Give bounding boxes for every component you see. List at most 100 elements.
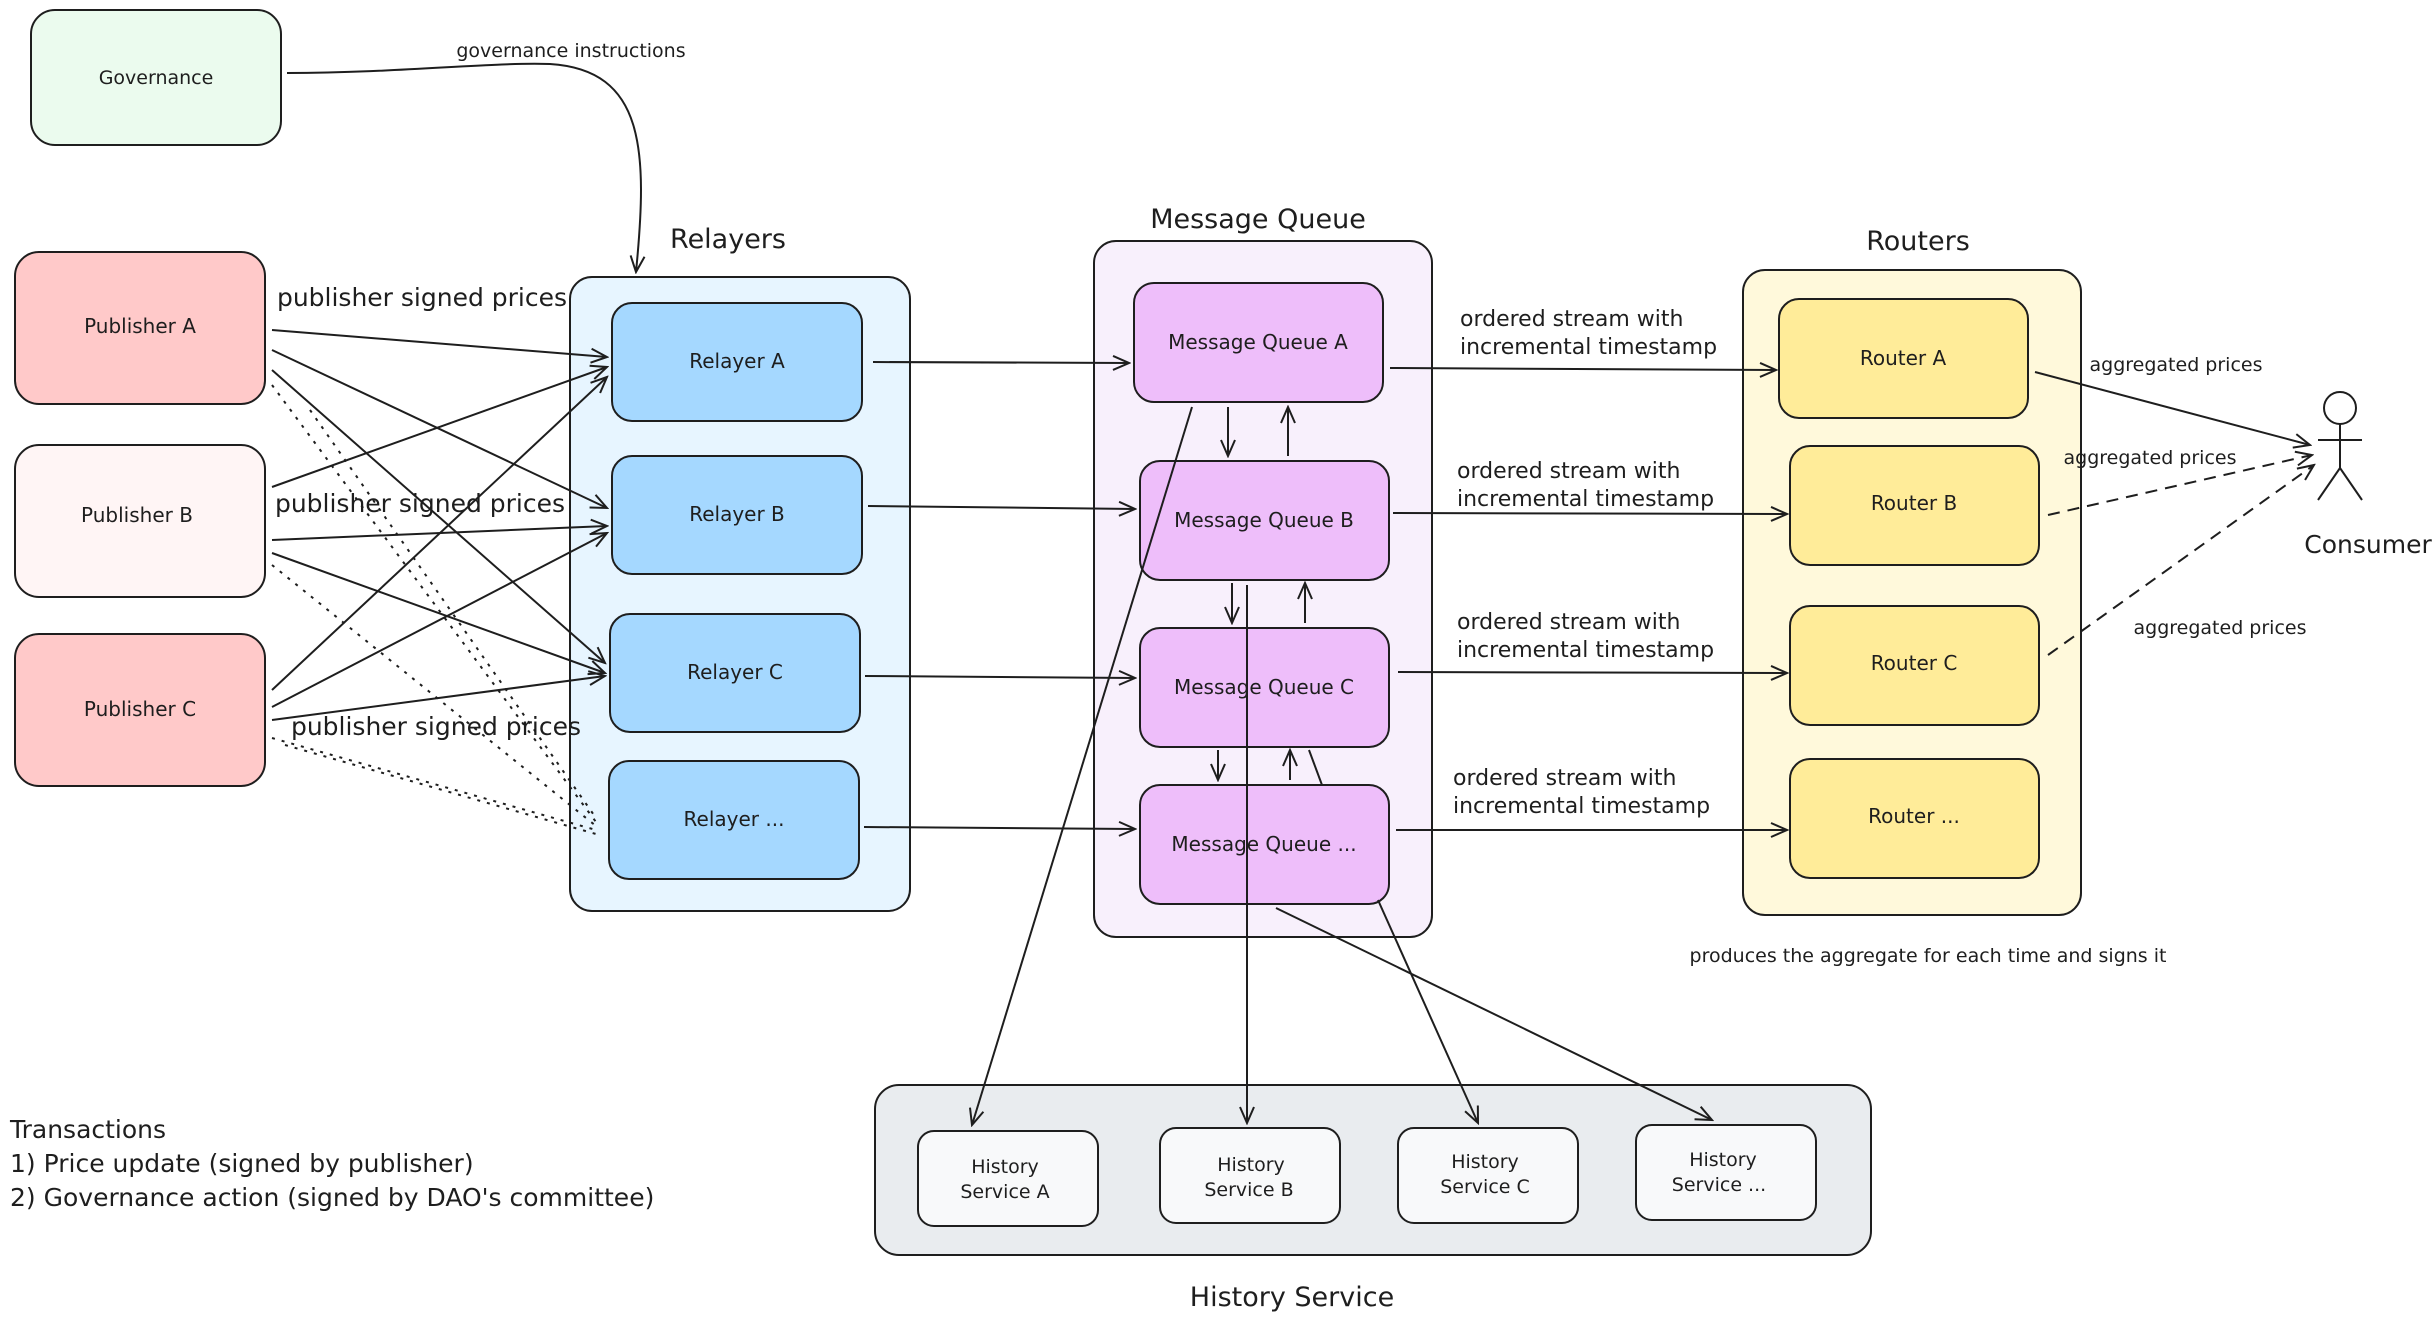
consumer-label: Consumer bbox=[2304, 530, 2432, 559]
edges bbox=[271, 62, 2314, 1125]
relayer-more-node: Relayer ... bbox=[608, 760, 860, 880]
relayer-c-node: Relayer C bbox=[609, 613, 861, 733]
relayer-a-label: Relayer A bbox=[689, 349, 785, 373]
publisher-signed-prices-label-3: publisher signed prices bbox=[291, 712, 581, 741]
routers-note: produces the aggregate for each time and… bbox=[1690, 945, 2167, 967]
history-service-c-node: History Service C bbox=[1397, 1127, 1579, 1224]
edge-mqB-routerB bbox=[1392, 513, 1787, 514]
message-queue-c-label: Message Queue C bbox=[1174, 675, 1354, 699]
relayer-a-node: Relayer A bbox=[611, 302, 863, 422]
edge-pubA-relA bbox=[271, 329, 607, 357]
message-queue-c-node: Message Queue C bbox=[1139, 627, 1390, 748]
history-service-c-line2: Service C bbox=[1440, 1176, 1530, 1198]
message-queue-a-node: Message Queue A bbox=[1133, 282, 1384, 403]
publisher-b-label: Publisher B bbox=[81, 503, 193, 527]
governance-node: Governance bbox=[30, 9, 282, 146]
routers-title: Routers bbox=[1866, 226, 1970, 257]
router-c-node: Router C bbox=[1789, 605, 2040, 726]
message-queue-group bbox=[1093, 240, 1433, 938]
transactions-item-1: 1) Price update (signed by publisher) bbox=[10, 1149, 474, 1178]
edge-governance-to-relayers bbox=[286, 62, 641, 272]
edge-mqC-routerC bbox=[1397, 672, 1787, 673]
publisher-a-node: Publisher A bbox=[14, 251, 266, 405]
edge-mqA-historyA bbox=[972, 406, 1193, 1125]
edge-mq-historyMore bbox=[1275, 907, 1712, 1120]
relayers-group bbox=[569, 276, 911, 912]
publisher-b-node: Publisher B bbox=[14, 444, 266, 598]
publisher-c-node: Publisher C bbox=[14, 633, 266, 787]
router-b-label: Router B bbox=[1871, 491, 1957, 515]
edge-pubA-relMore bbox=[271, 384, 597, 823]
edge-pubC-relA bbox=[271, 377, 607, 691]
publisher-c-label: Publisher C bbox=[84, 697, 196, 721]
history-service-a-node: History Service A bbox=[917, 1130, 1099, 1227]
history-service-a-line2: Service A bbox=[960, 1181, 1049, 1203]
history-service-b-line2: Service B bbox=[1204, 1179, 1293, 1201]
router-a-node: Router A bbox=[1778, 298, 2029, 419]
relayer-more-label: Relayer ... bbox=[684, 807, 785, 831]
governance-instructions-label: governance instructions bbox=[456, 40, 685, 62]
edge-pubB-relA bbox=[271, 367, 607, 488]
relayers-title: Relayers bbox=[670, 224, 786, 255]
edge-mqMore-mqC-diag bbox=[1308, 749, 1323, 786]
stream-label-b-line2: incremental timestamp bbox=[1457, 487, 1714, 512]
history-service-c-line1: History bbox=[1451, 1151, 1519, 1173]
stream-label-a-line1: ordered stream with bbox=[1460, 307, 1683, 332]
edge-routerC-consumer bbox=[2047, 465, 2314, 656]
router-c-label: Router C bbox=[1871, 651, 1958, 675]
history-service-title: History Service bbox=[1190, 1282, 1394, 1313]
edge-routerA-consumer bbox=[2034, 371, 2310, 445]
publisher-signed-prices-label-2: publisher signed prices bbox=[275, 489, 565, 518]
stream-label-c-line2: incremental timestamp bbox=[1457, 638, 1714, 663]
stream-label-c-line1: ordered stream with bbox=[1457, 610, 1680, 635]
consumer-actor-icon bbox=[2317, 391, 2363, 501]
message-queue-title: Message Queue bbox=[1150, 204, 1366, 235]
history-service-more-node: History Service ... bbox=[1635, 1124, 1817, 1221]
stream-label-a-line2: incremental timestamp bbox=[1460, 335, 1717, 360]
aggregated-prices-label-c: aggregated prices bbox=[2134, 617, 2307, 639]
message-queue-more-label: Message Queue ... bbox=[1171, 832, 1356, 856]
message-queue-more-node: Message Queue ... bbox=[1139, 784, 1390, 905]
aggregated-prices-label-b: aggregated prices bbox=[2064, 447, 2237, 469]
history-service-b-node: History Service B bbox=[1159, 1127, 1341, 1224]
edge-pubB-relC bbox=[271, 552, 605, 673]
relayer-b-node: Relayer B bbox=[611, 455, 863, 575]
edge-mq-historyC bbox=[1377, 899, 1478, 1123]
edge-relB-mqB bbox=[867, 506, 1135, 509]
relayer-c-label: Relayer C bbox=[687, 660, 783, 684]
edge-mqA-routerA bbox=[1389, 368, 1776, 370]
history-service-b-line1: History bbox=[1217, 1154, 1285, 1176]
message-queue-b-node: Message Queue B bbox=[1139, 460, 1390, 581]
edge-relA-mqA bbox=[872, 362, 1129, 363]
edge-relC-mqC bbox=[864, 676, 1135, 678]
edge-pubA-relC bbox=[271, 369, 605, 663]
transactions-legend: Transactions 1) Price update (signed by … bbox=[9, 1115, 654, 1212]
edge-pubA-relB bbox=[271, 349, 607, 508]
publisher-a-label: Publisher A bbox=[84, 314, 196, 338]
stream-label-more-line1: ordered stream with bbox=[1453, 766, 1676, 791]
routers-group bbox=[1742, 269, 2082, 916]
router-a-label: Router A bbox=[1860, 346, 1947, 370]
message-queue-a-label: Message Queue A bbox=[1168, 330, 1348, 354]
edge-relMore-mqMore bbox=[863, 827, 1135, 829]
transactions-heading: Transactions bbox=[9, 1115, 166, 1144]
history-service-a-line1: History bbox=[971, 1156, 1039, 1178]
publisher-signed-prices-label-1: publisher signed prices bbox=[277, 283, 567, 312]
aggregated-prices-label-a: aggregated prices bbox=[2090, 354, 2263, 376]
edge-pubC-relB bbox=[271, 533, 607, 708]
history-service-more-line1: History bbox=[1689, 1149, 1757, 1171]
message-queue-b-label: Message Queue B bbox=[1174, 508, 1354, 532]
transactions-item-2: 2) Governance action (signed by DAO's co… bbox=[10, 1183, 654, 1212]
stream-label-b-line1: ordered stream with bbox=[1457, 459, 1680, 484]
router-more-label: Router ... bbox=[1868, 804, 1960, 828]
stream-label-more-line2: incremental timestamp bbox=[1453, 794, 1710, 819]
edge-pubC-relMore-b bbox=[284, 744, 597, 835]
history-service-more-line2: Service ... bbox=[1672, 1174, 1766, 1196]
governance-label: Governance bbox=[99, 67, 214, 89]
router-more-node: Router ... bbox=[1789, 758, 2040, 879]
router-b-node: Router B bbox=[1789, 445, 2040, 566]
history-service-group bbox=[874, 1084, 1872, 1256]
edge-routerB-consumer bbox=[2047, 455, 2312, 516]
edge-pubC-relC bbox=[271, 676, 605, 721]
